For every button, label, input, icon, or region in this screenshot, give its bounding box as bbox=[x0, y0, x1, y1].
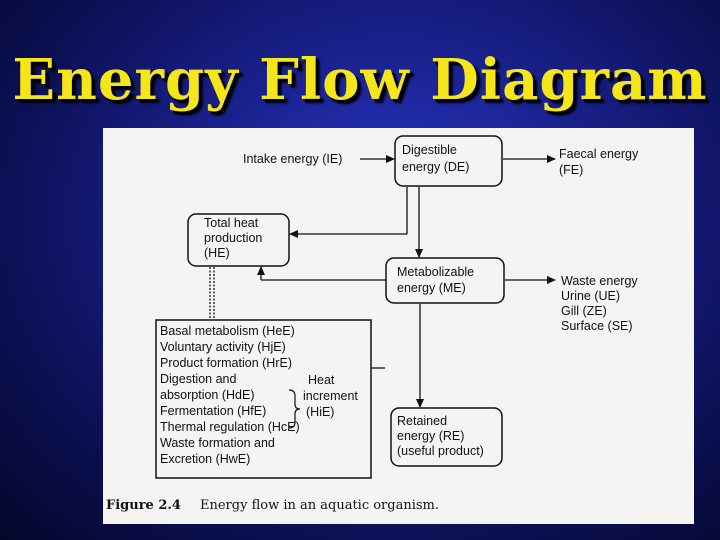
re-line-2: energy (RE) bbox=[397, 429, 464, 443]
re-box bbox=[390, 407, 503, 467]
waste-line-1: Waste energy bbox=[561, 274, 638, 288]
faecal-line-1: Faecal energy bbox=[559, 147, 639, 161]
waste-line-2: Urine (UE) bbox=[561, 289, 620, 303]
energy-flow-figure: Intake energy (IE) Digestible energy (DE… bbox=[103, 128, 694, 524]
heat-waste-2: Excretion (HwE) bbox=[160, 452, 250, 466]
slide-title: Energy Flow Diagram bbox=[12, 47, 708, 113]
de-line-2: energy (DE) bbox=[402, 160, 469, 174]
me-line-2: energy (ME) bbox=[397, 281, 466, 295]
energy-flow-diagram: Intake energy (IE) Digestible energy (DE… bbox=[155, 135, 639, 479]
heat-increment-3: (HiE) bbox=[306, 405, 334, 419]
waste-line-4: Surface (SE) bbox=[561, 319, 633, 333]
figure-number: Figure 2.4 bbox=[106, 498, 181, 513]
figure-caption-text: Energy flow in an aquatic organism. bbox=[200, 498, 440, 513]
faecal-line-2: (FE) bbox=[559, 163, 583, 177]
he-line-3: (HE) bbox=[204, 246, 230, 260]
re-line-3: (useful product) bbox=[397, 444, 484, 458]
me-line-1: Metabolizable bbox=[397, 265, 474, 279]
heat-voluntary: Voluntary activity (HjE) bbox=[160, 340, 286, 354]
he-box bbox=[187, 213, 290, 267]
heat-increment-2: increment bbox=[303, 389, 358, 403]
intake-label: Intake energy (IE) bbox=[243, 152, 342, 166]
heat-increment-1: Heat bbox=[308, 373, 335, 387]
he-line-1: Total heat bbox=[204, 216, 259, 230]
he-line-2: production bbox=[204, 231, 262, 245]
heat-basal: Basal metabolism (HeE) bbox=[160, 324, 295, 338]
heat-waste-1: Waste formation and bbox=[160, 436, 275, 450]
heat-digestion-1: Digestion and bbox=[160, 372, 236, 386]
waste-line-3: Gill (ZE) bbox=[561, 304, 607, 318]
heat-product: Product formation (HrE) bbox=[160, 356, 292, 370]
re-line-1: Retained bbox=[397, 414, 447, 428]
heat-fermentation: Fermentation (HfE) bbox=[160, 404, 266, 418]
heat-digestion-2: absorption (HdE) bbox=[160, 388, 255, 402]
heat-list-box bbox=[155, 319, 372, 479]
de-line-1: Digestible bbox=[402, 143, 457, 157]
de-box bbox=[394, 135, 503, 187]
heat-increment-brace bbox=[288, 389, 301, 429]
heat-thermal: Thermal regulation (HcE) bbox=[160, 420, 300, 434]
